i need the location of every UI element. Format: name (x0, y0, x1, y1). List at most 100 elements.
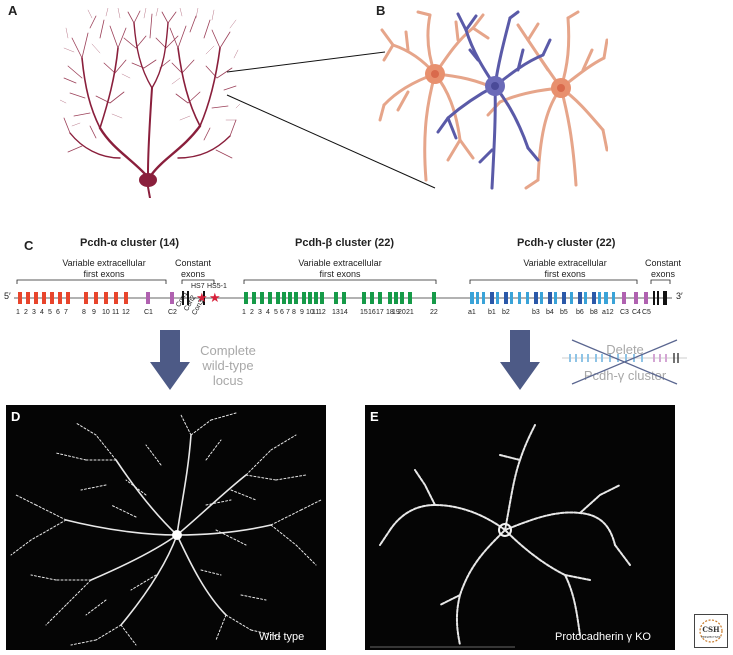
gene-map-svg: ★ ★ (14, 279, 672, 306)
beta-exon-label: 18 (386, 309, 394, 316)
alpha-exon-label: 2 (24, 309, 28, 316)
gamma-exon-label: C3 (620, 309, 629, 316)
gamma-exon (612, 292, 615, 304)
beta-exon-label: 10 (306, 309, 314, 316)
gamma-exon-b3 (534, 292, 538, 304)
gamma-constant-exon (657, 291, 659, 305)
alpha-exon-label: 11 (112, 309, 120, 316)
alpha-exon-1 (18, 292, 22, 304)
knockout-micrograph: Protocadherin γ KO E (365, 405, 675, 650)
left-down-arrow-icon (150, 330, 190, 390)
gamma-exon (540, 292, 543, 304)
panel-label-c: C (24, 238, 34, 253)
deleted-cluster-cross (562, 339, 687, 385)
gamma-exon-b8 (592, 292, 596, 304)
wild-type-neuron-image (10, 412, 322, 646)
beta-exon-22 (432, 292, 436, 304)
csh-logo-icon: CSH PERSPECTIVES (699, 619, 723, 643)
beta-exon-label: 7 (286, 309, 290, 316)
gamma-exon (598, 292, 601, 304)
hs51-label: HS5-1 (207, 283, 227, 290)
alpha-exon-11 (114, 292, 118, 304)
beta-variable-label: Variable extracellular first exons (298, 258, 382, 279)
beta-exon-19 (394, 292, 398, 304)
gamma-exon-b5 (562, 292, 566, 304)
five-prime-label: 5′ (4, 291, 11, 301)
knockout-neuron-image (370, 424, 631, 648)
panel-label-b: B (376, 3, 386, 18)
gamma-exon (510, 292, 513, 304)
alpha-exon-7 (66, 292, 70, 304)
gamma-exon-b6 (578, 292, 582, 304)
alpha-exon-C2 (170, 292, 174, 304)
beta-exon-1 (244, 292, 248, 304)
alpha-constant-exon (182, 291, 184, 305)
svg-text:CSH: CSH (702, 625, 720, 634)
beta-exon-15 (362, 292, 366, 304)
gamma-exon-label: b4 (546, 309, 554, 316)
deleted-cluster-label: Pcdh-γ cluster (583, 368, 667, 383)
beta-exon-label: 11 (312, 309, 320, 316)
beta-exon-label: 22 (430, 309, 438, 316)
beta-exon-17 (378, 292, 382, 304)
alpha-exon-12 (124, 292, 128, 304)
alpha-constant-label: Constant exons (174, 258, 212, 279)
gamma-exon-label: b6 (576, 309, 584, 316)
alpha-exon-C1 (146, 292, 150, 304)
gamma-exon-label: b5 (560, 309, 568, 316)
gamma-exon-label: b8 (590, 309, 598, 316)
gamma-exon-C4 (634, 292, 638, 304)
gamma-exon-a1 (470, 292, 474, 304)
beta-exon-label: 15 (360, 309, 368, 316)
csh-perspectives-logo: CSH PERSPECTIVES (694, 614, 728, 648)
panel-label-d: D (11, 409, 21, 424)
gamma-exon (584, 292, 587, 304)
beta-exon-label: 20 (398, 309, 406, 316)
beta-exon-2 (252, 292, 256, 304)
delete-label: Delete (606, 342, 644, 357)
beta-exon-10 (308, 292, 312, 304)
gamma-exon-label: b1 (488, 309, 496, 316)
alpha-variable-label: Variable extracellular first exons (62, 258, 146, 279)
beta-exon-4 (268, 292, 272, 304)
beta-exon-label: 8 (292, 309, 296, 316)
gamma-exon-label: C5 (642, 309, 651, 316)
beta-exon-11 (314, 292, 318, 304)
alpha-exon-4 (42, 292, 46, 304)
gamma-constant-bracket (650, 279, 671, 284)
beta-exon-label: 17 (376, 309, 384, 316)
alpha-exon-label: 3 (32, 309, 36, 316)
gamma-exon-C3 (622, 292, 626, 304)
beta-exon-label: 6 (280, 309, 284, 316)
alpha-exon-2 (26, 292, 30, 304)
gamma-constant-label: Constant exons (644, 258, 682, 279)
beta-exon-16 (370, 292, 374, 304)
beta-exon-label: 13 (332, 309, 340, 316)
gamma-exon-a12 (604, 292, 608, 304)
alpha-exon-8 (84, 292, 88, 304)
beta-cluster-title: Pcdh-β cluster (22) (295, 237, 395, 249)
gamma-exon-b4 (548, 292, 552, 304)
alpha-exon-label: 8 (82, 309, 86, 316)
alpha-exon-3 (34, 292, 38, 304)
hs51-star-icon: ★ (209, 291, 221, 306)
gamma-exon (554, 292, 557, 304)
alpha-exon-5 (50, 292, 54, 304)
alpha-exon-label: 6 (56, 309, 60, 316)
alpha-variable-bracket (16, 279, 167, 284)
wild-type-caption: Wild type (259, 631, 305, 643)
alpha-exon-9 (94, 292, 98, 304)
alpha-exon-label: 5 (48, 309, 52, 316)
alpha-exon-6 (58, 292, 62, 304)
gamma-constant-exon (663, 291, 667, 305)
beta-exon-7 (288, 292, 292, 304)
beta-exon-label: 2 (250, 309, 254, 316)
alpha-exon-10 (104, 292, 108, 304)
beta-exon-21 (408, 292, 412, 304)
beta-exon-label: 16 (368, 309, 376, 316)
alpha-constant-bracket (181, 279, 215, 284)
hs7-star-icon: ★ (196, 291, 208, 306)
gamma-variable-bracket (469, 279, 638, 284)
panel-label-a: A (8, 3, 18, 18)
alpha-exon-label: 9 (92, 309, 96, 316)
